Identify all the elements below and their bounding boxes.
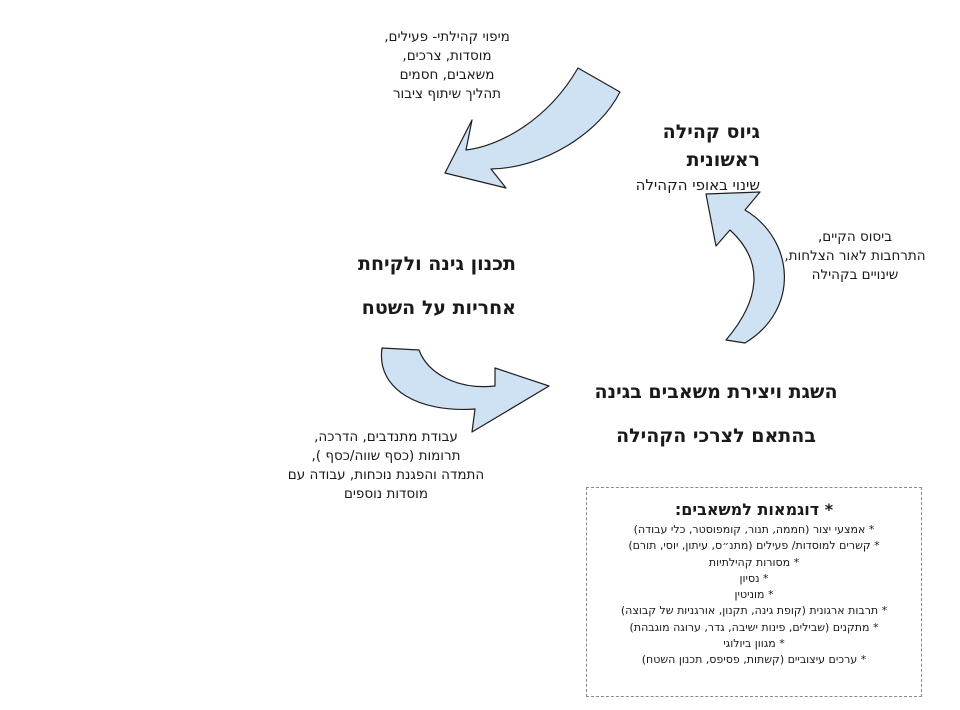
consolidation-note-line: התרחבות לאור הצלחות, [784,248,926,264]
examples-item: * אמצעי יצור (חממה, תנור, קומפוסטר, כלי … [633,523,875,536]
mapping-note-line: מוסדות, צרכים, [402,48,492,64]
volunteering-note-line: התמדה והפגנת נוכחות, עבודה עם [287,467,485,483]
consolidation-note-line: ביסוס הקיים, [818,229,892,245]
examples-item: * מסורות קהילתיות [708,555,800,569]
examples-item: * מגוון ביולוגי [723,637,785,651]
mapping-note-line: מיפוי קהילתי- פעילים, [384,29,510,45]
stage-resources-title: בהתאם לצרכי הקהילה [616,425,816,447]
mapping-note-line: תהליך שיתוף ציבור [392,86,502,102]
examples-item: * נסיון [739,571,769,585]
consolidation-note-line: שינויים בקהילה [811,267,899,283]
examples-box: * דוגמאות למשאבים: * אמצעי יצור (חממה, ת… [586,487,922,697]
stage-planning: תכנון גינה ולקיחת אחריות על השטח [300,242,516,330]
examples-list: * אמצעי יצור (חממה, תנור, קומפוסטר, כלי … [587,522,921,669]
mapping-note-line: משאבים, חסמים [399,67,495,83]
volunteering-note: עבודת מתנדבים, הדרכה, תרומות (כסף שווה/כ… [270,428,502,504]
examples-item: * מתקנים (שבילים, פינות ישיבה, גדר, ערוג… [629,620,879,634]
stage-recruit: גיוס קהילה ראשונית שינוי באופי הקהילה [590,118,760,196]
stage-planning-title: תכנון גינה ולקיחת [357,253,516,275]
stage-recruit-title: גיוס קהילה [662,121,760,143]
stage-planning-title: אחריות על השטח [361,297,516,319]
mapping-note: מיפוי קהילתי- פעילים, מוסדות, צרכים, משא… [352,28,542,104]
examples-item: * ערכים עיצוביים (קשתות, פסיפס, תכנון הש… [641,653,867,667]
volunteering-note-line: עבודת מתנדבים, הדרכה, [314,429,458,445]
examples-item: * תרבות ארגונית (קופת גינה, תקנון, אורגנ… [620,604,888,618]
arrow-top [444,67,621,189]
stage-resources: השגת ויצירת משאבים בגינה בהתאם לצרכי הקה… [566,370,866,458]
examples-item: * מוניטין [734,588,774,602]
volunteering-note-line: תרומות (כסף שווה/כסף ), [311,448,461,464]
stage-resources-title: השגת ויצירת משאבים בגינה [594,381,838,403]
arrow-right [705,191,785,344]
volunteering-note-line: מוסדות נוספים [343,486,429,502]
consolidation-note: ביסוס הקיים, התרחבות לאור הצלחות, שינויי… [770,228,940,285]
examples-item: * קשרים למוסדות/ פעילים (מתנ״ס, עיתון, י… [628,539,880,553]
examples-title: * דוגמאות למשאבים: [674,500,834,519]
arrow-bottom [380,347,550,433]
stage-recruit-title: ראשונית [686,149,760,171]
stage-recruit-subtitle: שינוי באופי הקהילה [635,176,760,194]
